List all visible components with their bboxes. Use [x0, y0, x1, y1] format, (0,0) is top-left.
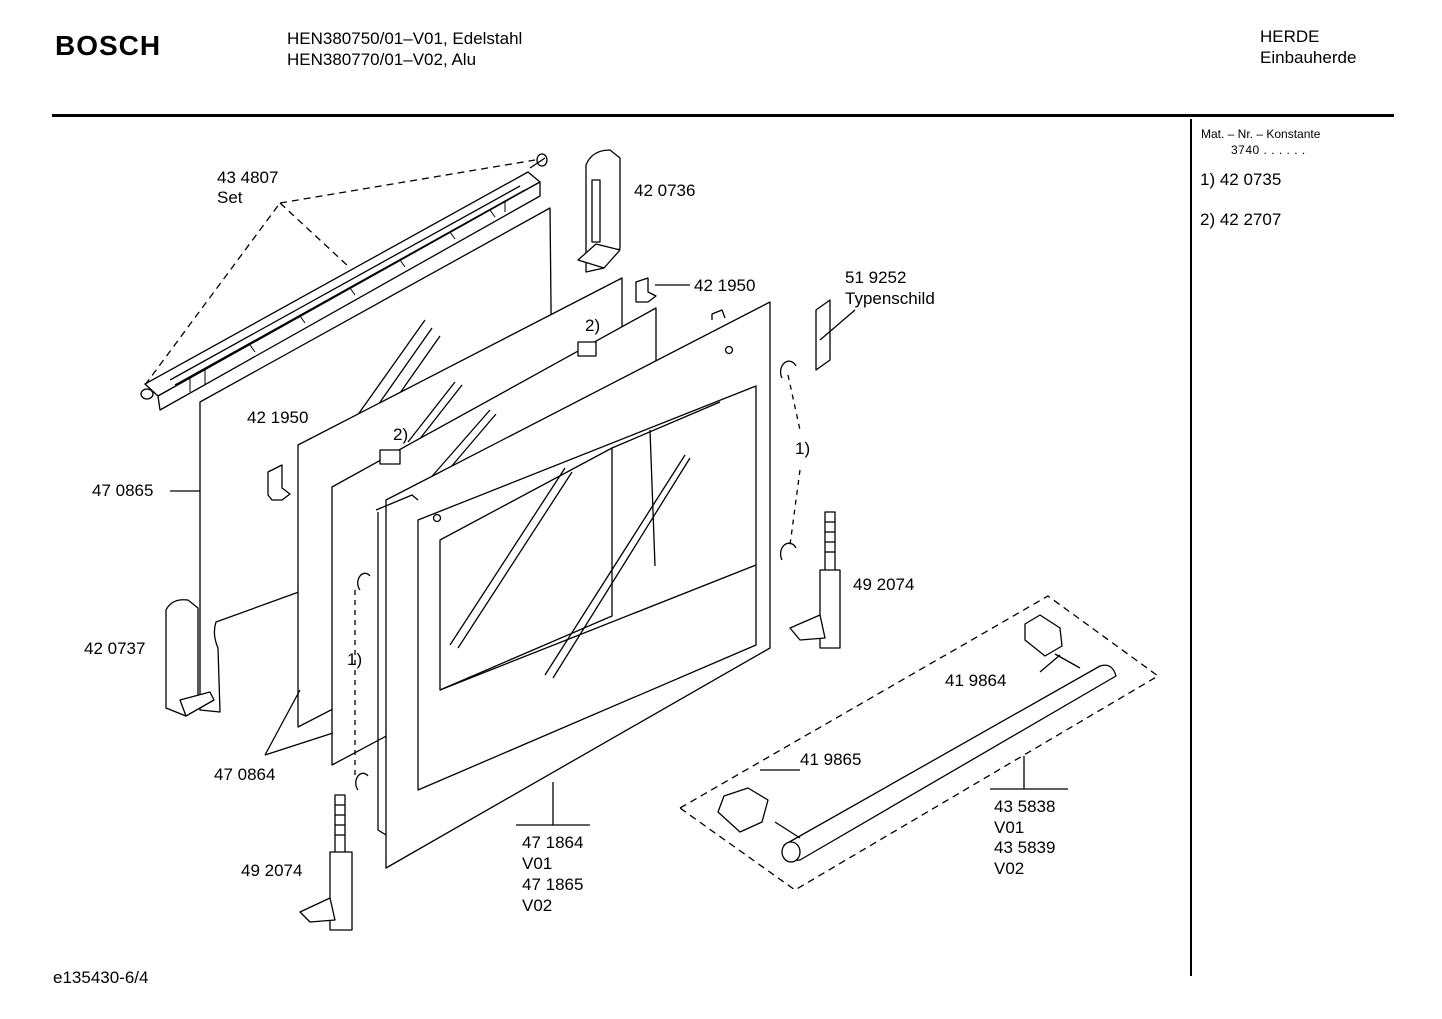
callout-leaders — [170, 284, 1068, 826]
callout-519252: 51 9252 — [845, 268, 907, 287]
type-plate — [815, 299, 831, 371]
callout-421950-top: 42 1950 — [694, 276, 756, 295]
footnote-1: 1) 42 0735 — [1200, 170, 1282, 189]
hinge-right — [789, 511, 841, 649]
callout-492074-right: 49 2074 — [853, 575, 915, 594]
mat-number-value: 3740 . . . . . . — [1231, 143, 1306, 157]
handle-end-cap-left — [717, 787, 769, 833]
callout-420737: 42 0737 — [84, 639, 146, 658]
model-line-2: HEN380770/01–V02, Alu — [287, 50, 477, 69]
header-divider — [52, 114, 1394, 117]
callout-419864: 41 9864 — [945, 671, 1007, 690]
ref-1-right: 1) — [795, 439, 811, 458]
model-line-1: HEN380750/01–V01, Edelstahl — [287, 29, 523, 48]
callout-434807: 43 4807 — [217, 168, 279, 187]
footnote-2: 2) 42 2707 — [1200, 210, 1282, 229]
side-panel-divider — [1190, 119, 1192, 976]
brand-logo: BOSCH — [55, 30, 162, 61]
hinge-bracket-bottom — [165, 599, 215, 717]
glass-clip-top — [635, 277, 657, 303]
callout-471865: 47 1865 — [522, 875, 584, 894]
callout-471865-v02: V02 — [522, 896, 553, 915]
category-line-1: HERDE — [1260, 27, 1320, 46]
spacer-left — [379, 449, 401, 465]
door-top-trim — [140, 153, 548, 411]
callout-421950-left: 42 1950 — [247, 408, 309, 427]
callout-470864: 47 0864 — [214, 765, 276, 784]
callout-435839-v02: V02 — [994, 859, 1025, 878]
callout-434807-set: Set — [217, 188, 243, 207]
callout-435838-v01: V01 — [994, 818, 1025, 837]
door-handle-bar — [774, 653, 1117, 863]
callout-420736: 42 0736 — [634, 181, 696, 200]
outer-door-glass — [375, 301, 771, 869]
callout-470865: 47 0865 — [92, 481, 154, 500]
exploded-door-drawing — [140, 149, 1159, 931]
callout-471864: 47 1864 — [522, 833, 584, 852]
mat-number-label: Mat. – Nr. – Konstante — [1201, 127, 1321, 141]
hinge-bracket-top — [577, 149, 621, 273]
cam-parts — [355, 360, 797, 791]
hinge-left — [299, 794, 353, 931]
callout-435838: 43 5838 — [994, 797, 1056, 816]
callout-471864-v01: V01 — [522, 854, 553, 873]
callout-492074-left: 49 2074 — [241, 861, 303, 880]
callout-519252-name: Typenschild — [845, 289, 935, 308]
handle-end-cap-right — [1024, 614, 1063, 657]
spacer-top — [577, 341, 597, 357]
ref-2-left: 2) — [393, 425, 409, 444]
ref-1-left: 1) — [347, 650, 363, 669]
cam-dashed-leaders — [354, 374, 801, 776]
set-dashed-outline — [144, 159, 536, 386]
callout-435839: 43 5839 — [994, 838, 1056, 857]
category-line-2: Einbauherde — [1260, 48, 1357, 67]
ref-2-top: 2) — [585, 316, 601, 335]
drawing-id: e135430-6/4 — [53, 968, 149, 987]
callout-419865: 41 9865 — [800, 750, 862, 769]
glass-clip-left — [267, 464, 291, 501]
